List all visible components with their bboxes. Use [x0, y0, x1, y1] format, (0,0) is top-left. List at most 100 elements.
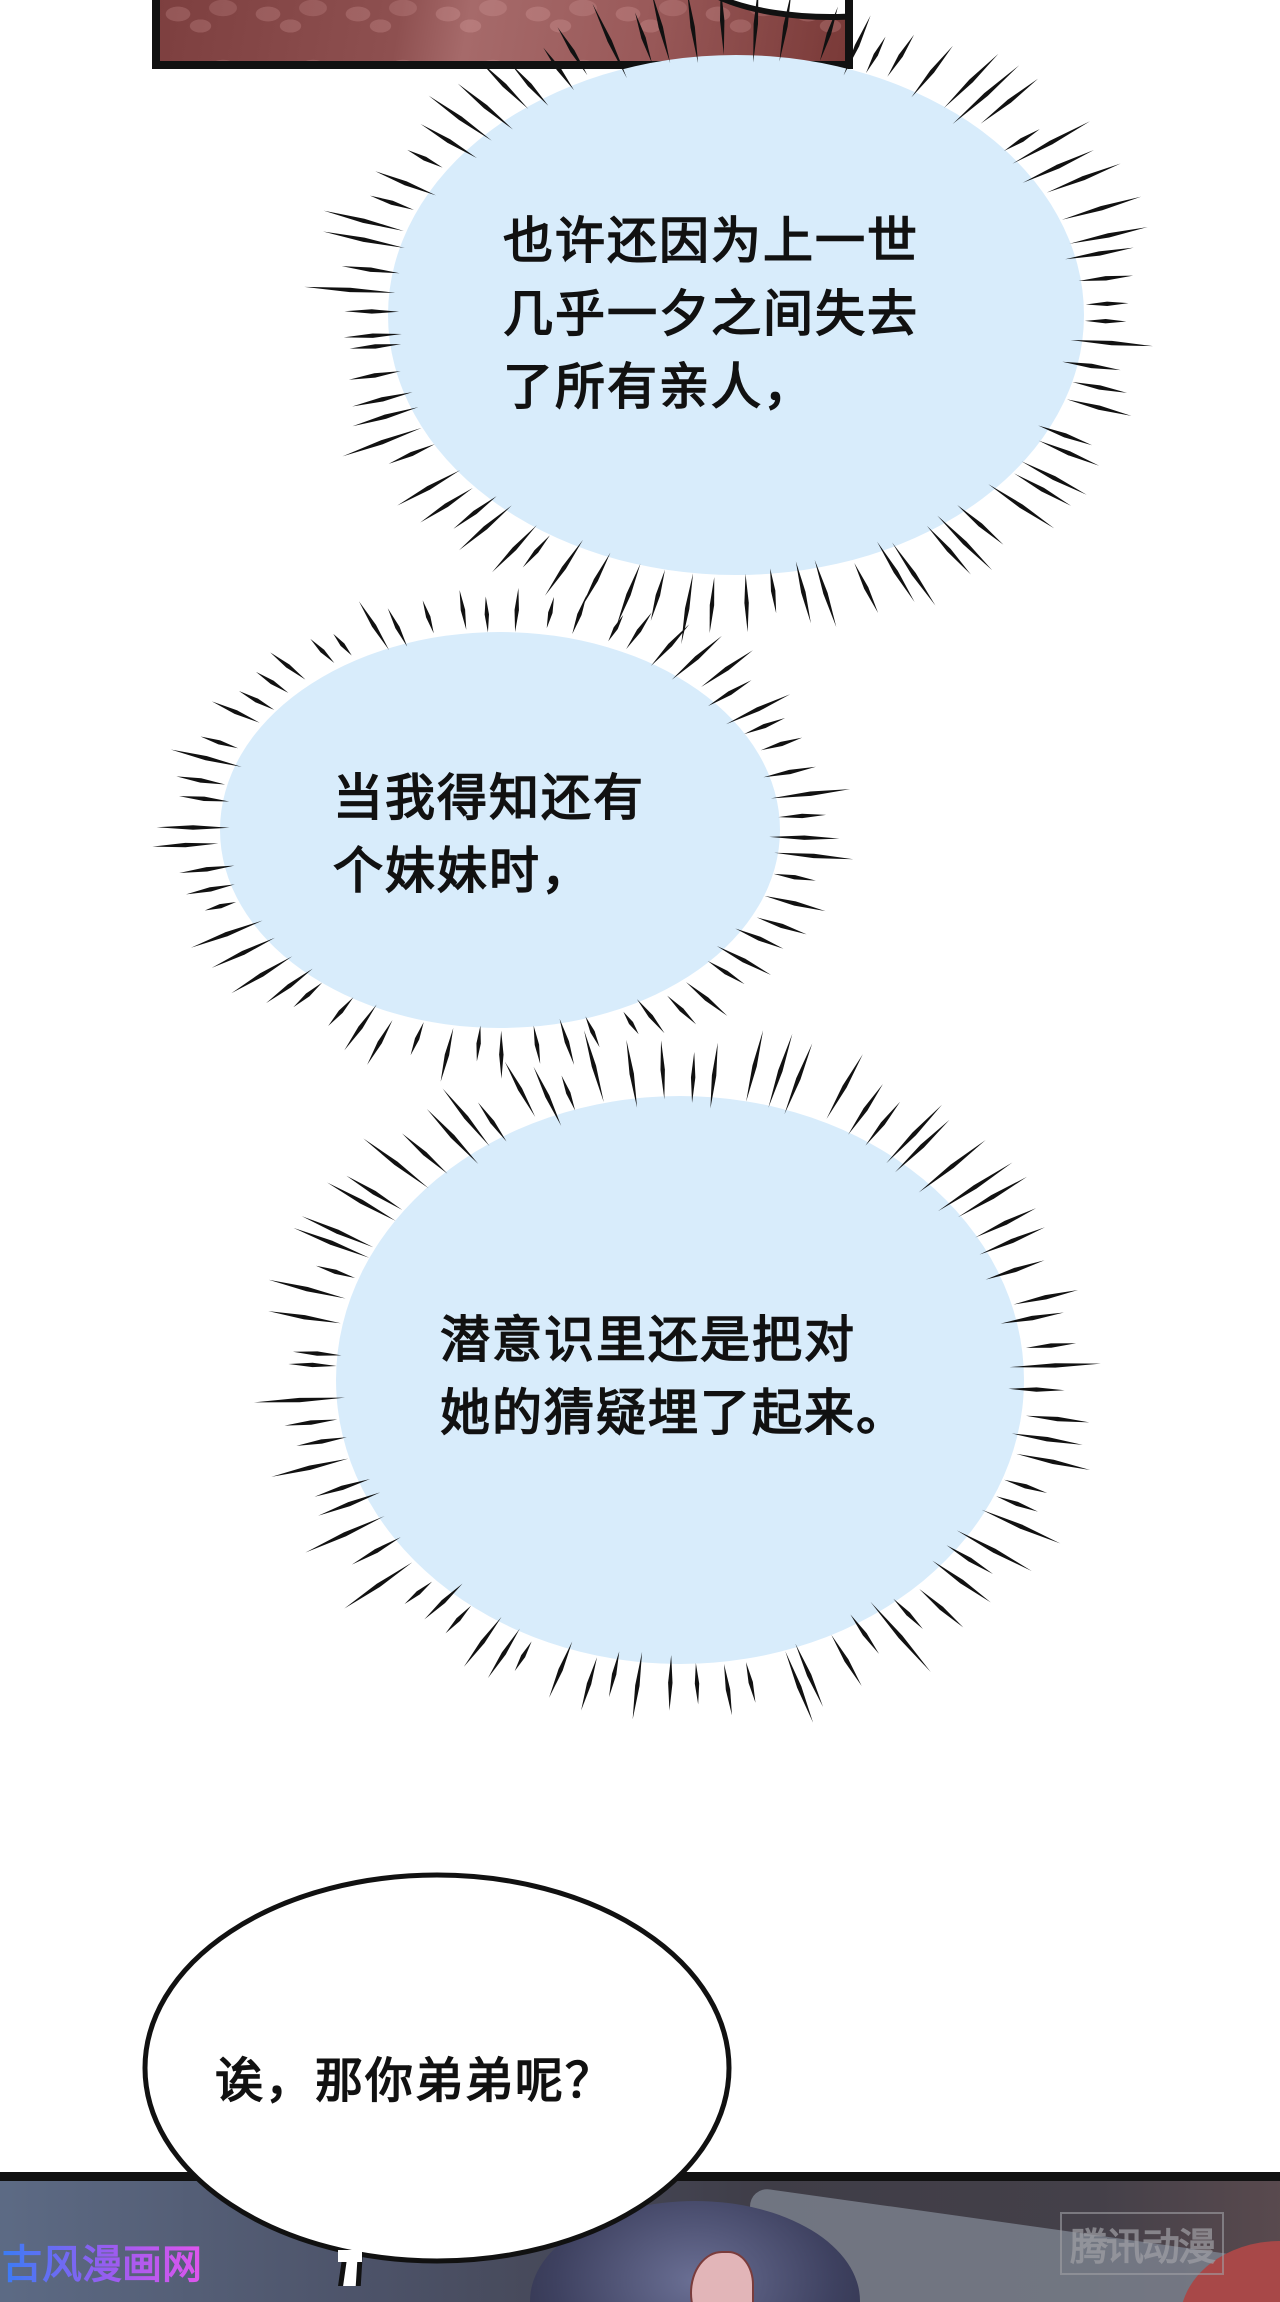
thought-bubble-1-text: 也许还因为上一世 几乎一夕之间失去 了所有亲人，: [503, 205, 919, 424]
burst-line: [533, 1066, 562, 1126]
burst-line: [453, 496, 497, 529]
burst-line: [344, 309, 400, 314]
burst-line: [843, 15, 871, 76]
burst-line: [533, 1025, 541, 1064]
burst-line: [492, 525, 537, 573]
thought-bubble-1: [388, 55, 1084, 575]
burst-line: [200, 736, 239, 749]
burst-line: [271, 1458, 349, 1477]
burst-line: [293, 1227, 370, 1258]
panel-texture: [160, 0, 845, 61]
burst-line: [341, 266, 400, 274]
burst-line: [463, 1616, 502, 1667]
burst-line: [701, 650, 753, 688]
burst-line: [514, 1641, 532, 1672]
burst-line: [981, 1509, 1061, 1544]
burst-line: [770, 568, 777, 614]
burst-line: [318, 1492, 381, 1516]
watermark-right: 腾讯动漫: [1060, 2212, 1225, 2275]
burst-line: [238, 691, 275, 710]
burst-line: [397, 470, 461, 506]
burst-line: [819, 6, 838, 62]
burst-line: [1016, 1453, 1091, 1471]
burst-line: [650, 569, 666, 621]
burst-line: [650, 624, 690, 667]
thought-line: 她的猜疑埋了起来。: [440, 1384, 908, 1442]
burst-line: [653, 0, 671, 64]
burst-line: [784, 1043, 813, 1115]
burst-line: [1084, 318, 1127, 324]
burst-line: [314, 1478, 371, 1497]
burst-line: [270, 652, 306, 680]
burst-line: [716, 946, 772, 976]
burst-line: [231, 956, 293, 994]
burst-line: [349, 344, 402, 349]
burst-line: [544, 539, 583, 596]
burst-line: [310, 638, 335, 664]
burst-line: [635, 12, 653, 64]
burst-line: [768, 1033, 793, 1108]
burst-line: [1065, 247, 1134, 260]
burst-line: [328, 997, 354, 1027]
burst-line: [892, 542, 936, 606]
burst-line: [681, 573, 694, 645]
burst-line: [284, 1419, 338, 1426]
burst-line: [866, 36, 886, 73]
burst-line: [348, 371, 401, 380]
thought-line: 几乎一夕之间失去: [503, 285, 919, 343]
burst-line: [877, 541, 915, 602]
burst-line: [211, 701, 260, 723]
burst-line: [459, 590, 467, 630]
burst-line: [778, 813, 827, 819]
burst-line: [375, 171, 436, 196]
burst-line: [848, 1083, 883, 1135]
burst-line: [344, 1562, 413, 1609]
burst-line: [459, 505, 512, 551]
burst-line: [1021, 461, 1087, 495]
burst-line: [1014, 473, 1072, 506]
burst-line: [327, 1182, 396, 1221]
top-panel-art: [152, 0, 853, 69]
burst-line: [975, 1208, 1037, 1238]
watermark-left: 古风漫画网: [2, 2232, 202, 2290]
burst-line: [1012, 121, 1090, 164]
burst-line: [352, 407, 419, 427]
burst-line: [952, 65, 1020, 124]
burst-line: [937, 1162, 1013, 1212]
burst-line: [343, 333, 402, 338]
burst-line: [1066, 399, 1132, 416]
burst-line: [543, 47, 575, 91]
burst-line: [1062, 361, 1121, 371]
burst-line: [870, 1601, 931, 1673]
thought-bubble-2: [220, 632, 780, 1028]
burst-line: [626, 612, 652, 650]
burst-line: [428, 95, 492, 141]
burst-line: [367, 1019, 393, 1065]
burst-line: [407, 149, 443, 168]
burst-line: [204, 901, 237, 911]
burst-line: [457, 83, 513, 130]
burst-line: [795, 561, 811, 624]
burst-line: [831, 1634, 862, 1687]
burst-line: [919, 1588, 964, 1628]
burst-line: [1070, 339, 1154, 347]
burst-line: [770, 789, 851, 799]
burst-line: [980, 78, 1039, 124]
burst-line: [979, 1227, 1045, 1255]
burst-line: [850, 1614, 880, 1654]
burst-line: [211, 937, 275, 968]
burst-line: [1061, 196, 1142, 220]
burst-line: [956, 1530, 1032, 1572]
burst-line: [996, 1496, 1038, 1512]
burst-line: [918, 1139, 986, 1193]
burst-line: [744, 718, 786, 735]
burst-line: [1008, 1387, 1065, 1392]
burst-line: [943, 53, 999, 109]
burst-line: [1069, 226, 1148, 244]
burst-line: [561, 1075, 576, 1111]
burst-line: [266, 968, 313, 1004]
burst-line: [296, 1437, 347, 1446]
burst-line: [668, 1654, 673, 1711]
burst-line: [1004, 1479, 1048, 1493]
burst-line: [410, 1022, 424, 1056]
